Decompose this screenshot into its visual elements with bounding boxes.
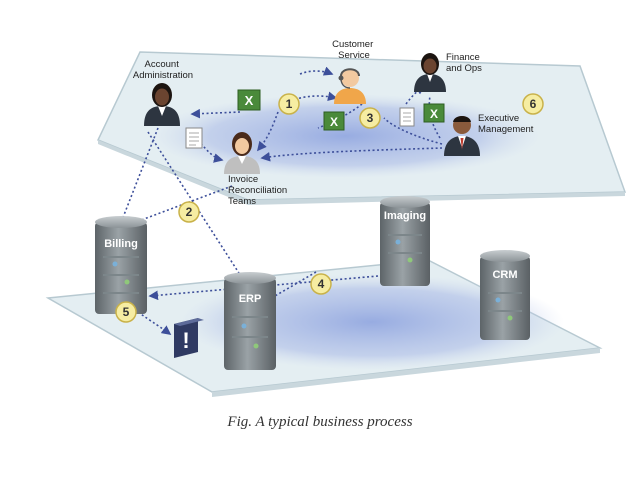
executive-person-icon (444, 116, 480, 156)
executive-management-label: Executive Management (478, 113, 534, 135)
svg-text:6: 6 (530, 97, 537, 111)
server-billing-label: Billing (104, 238, 138, 250)
account-admin-label: Account Administration (133, 59, 193, 81)
server-erp-label: ERP (239, 293, 262, 305)
figure-caption: Fig. A typical business process (227, 414, 413, 430)
document-icon (185, 127, 203, 149)
svg-text:3: 3 (367, 111, 374, 125)
spreadsheet-icon: X (237, 89, 261, 111)
connector-doc-to-invoice (197, 139, 224, 163)
badge-1: 1 (278, 93, 300, 115)
svg-text:X: X (245, 93, 254, 108)
customer-service-label: Customer Service (332, 39, 376, 61)
alert-icon: ! (174, 318, 204, 358)
badge-3: 3 (359, 107, 381, 129)
svg-text:4: 4 (318, 277, 325, 291)
svg-text:X: X (430, 107, 438, 121)
svg-text:1: 1 (286, 97, 293, 111)
connector-admin-to-billing (121, 127, 159, 221)
server-imaging: Imaging (380, 196, 430, 286)
server-imaging-label: Imaging (384, 210, 426, 222)
badge-4: 4 (310, 273, 332, 295)
spreadsheet-icon: X (323, 111, 345, 131)
alert-symbol: ! (182, 328, 189, 353)
connector-service-to-3 (317, 103, 363, 129)
svg-text:2: 2 (186, 205, 193, 219)
svg-text:5: 5 (123, 305, 130, 319)
connector-1-to-admin (190, 108, 241, 119)
finance-ops-label: Finance and Ops (446, 52, 482, 74)
connector-exec-to-invoice (260, 147, 443, 162)
server-crm: CRM (480, 250, 530, 340)
server-erp: ERP (224, 272, 276, 370)
invoice-team-person-icon (224, 132, 260, 174)
account-admin-person-icon (144, 83, 180, 126)
badge-2: 2 (178, 201, 200, 223)
connector-4-to-erp (274, 271, 317, 297)
document-icon (399, 107, 415, 127)
upper-highlight-ellipse (150, 94, 540, 178)
finance-ops-person-icon (414, 53, 446, 92)
connector-5-to-alert (137, 311, 172, 335)
server-crm-label: CRM (492, 269, 517, 281)
badge-6: 6 (522, 93, 544, 115)
server-billing: Billing (95, 216, 147, 314)
invoice-teams-label: Invoice Reconciliation Teams (228, 174, 290, 207)
connector-exec-to-finance (428, 95, 441, 139)
svg-text:X: X (330, 115, 338, 129)
badge-5: 5 (115, 301, 137, 323)
customer-service-person-icon (334, 68, 366, 104)
spreadsheet-icon: X (423, 103, 445, 123)
